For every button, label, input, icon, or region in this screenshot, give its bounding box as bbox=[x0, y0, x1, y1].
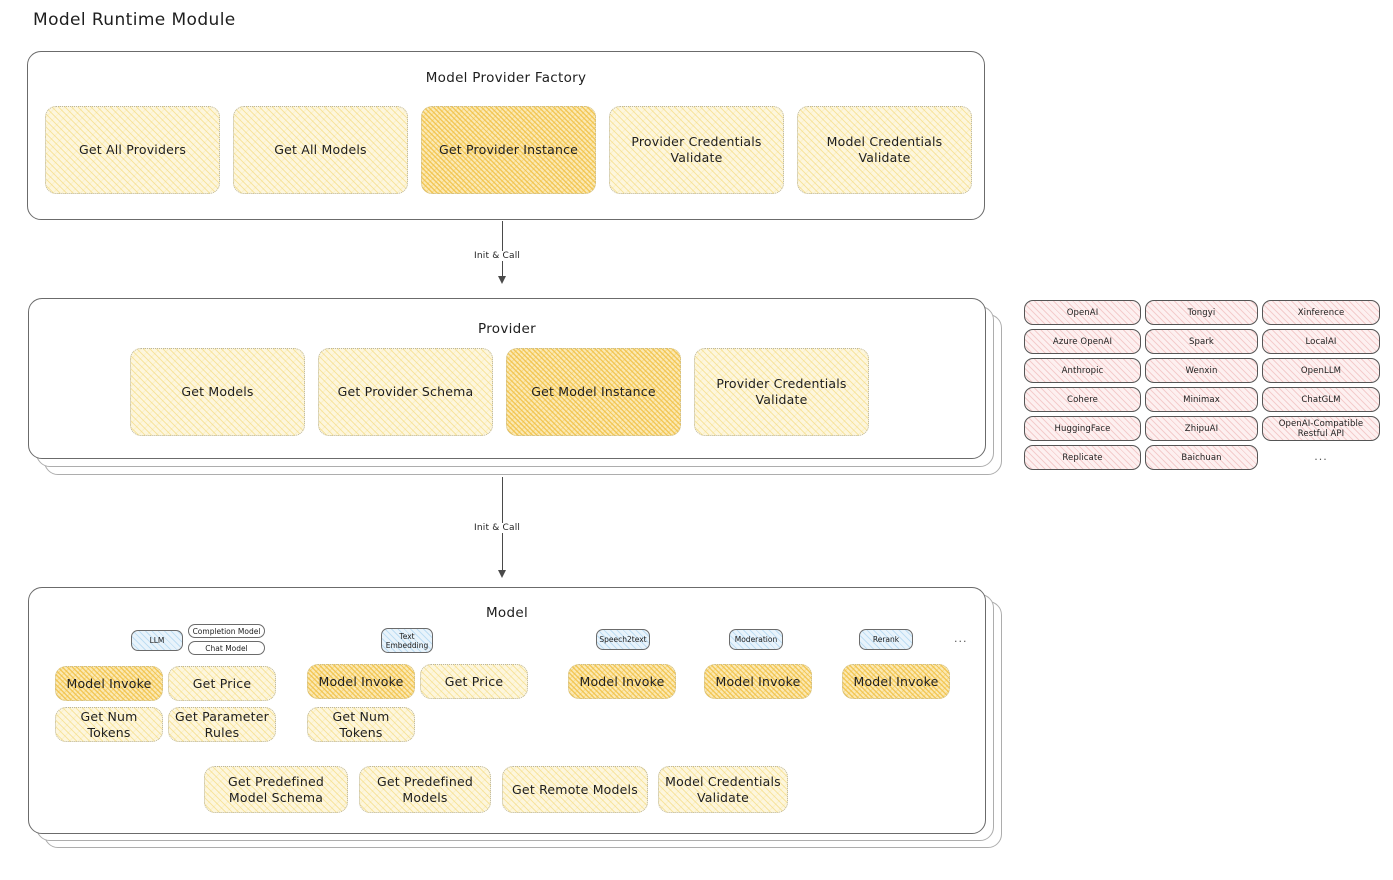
card-llm-get-num-tokens[interactable]: Get Num Tokens bbox=[55, 707, 163, 742]
card-get-predefined-models[interactable]: Get Predefined Models bbox=[359, 766, 491, 813]
card-text-embedding-model-invoke[interactable]: Model Invoke bbox=[307, 664, 415, 699]
badge-speech2text[interactable]: Speech2text bbox=[596, 629, 650, 650]
provider-pill-localai[interactable]: LocalAI bbox=[1262, 329, 1380, 354]
card-llm-model-invoke[interactable]: Model Invoke bbox=[55, 666, 163, 701]
provider-pill-minimax[interactable]: Minimax bbox=[1145, 387, 1258, 412]
card-get-all-models[interactable]: Get All Models bbox=[233, 106, 408, 194]
card-provider-credentials-validate-2[interactable]: Provider Credentials Validate bbox=[694, 348, 869, 436]
arrow-label-init-and-call-2: Init & Call bbox=[470, 523, 525, 533]
card-llm-get-price[interactable]: Get Price bbox=[168, 666, 276, 701]
arrow-provider-to-model-head bbox=[497, 570, 506, 578]
provider-pill-openllm[interactable]: OpenLLM bbox=[1262, 358, 1380, 383]
factory-section-title: Model Provider Factory bbox=[425, 70, 587, 86]
provider-section-title: Provider bbox=[478, 321, 536, 337]
provider-list: OpenAI Azure OpenAI Anthropic Cohere Hug… bbox=[1024, 300, 1384, 475]
page-title: Model Runtime Module bbox=[33, 10, 236, 30]
provider-pill-tongyi[interactable]: Tongyi bbox=[1145, 300, 1258, 325]
model-section-title: Model bbox=[485, 605, 529, 621]
provider-section: Provider Get Models Get Provider Schema … bbox=[28, 298, 986, 459]
card-speech2text-model-invoke[interactable]: Model Invoke bbox=[568, 664, 676, 699]
card-model-credentials-validate[interactable]: Model Credentials Validate bbox=[797, 106, 972, 194]
card-get-provider-instance[interactable]: Get Provider Instance bbox=[421, 106, 596, 194]
badge-completion-model[interactable]: Completion Model bbox=[188, 624, 265, 638]
provider-pill-chatglm[interactable]: ChatGLM bbox=[1262, 387, 1380, 412]
provider-pill-wenxin[interactable]: Wenxin bbox=[1145, 358, 1258, 383]
provider-pill-huggingface[interactable]: HuggingFace bbox=[1024, 416, 1141, 441]
badge-moderation[interactable]: Moderation bbox=[729, 629, 783, 650]
provider-pill-zhipuai[interactable]: ZhipuAI bbox=[1145, 416, 1258, 441]
arrow-factory-to-provider-line bbox=[502, 221, 504, 278]
card-text-embedding-get-num-tokens[interactable]: Get Num Tokens bbox=[307, 707, 415, 742]
card-model-credentials-validate-2[interactable]: Model Credentials Validate bbox=[658, 766, 788, 813]
provider-pill-cohere[interactable]: Cohere bbox=[1024, 387, 1141, 412]
provider-pill-xinference[interactable]: Xinference bbox=[1262, 300, 1380, 325]
arrow-label-init-and-call-1: Init & Call bbox=[470, 251, 525, 261]
provider-pill-baichuan[interactable]: Baichuan bbox=[1145, 445, 1258, 470]
card-get-models[interactable]: Get Models bbox=[130, 348, 305, 436]
badge-text-embedding[interactable]: Text Embedding bbox=[381, 628, 433, 653]
badge-llm[interactable]: LLM bbox=[131, 630, 183, 651]
provider-pill-spark[interactable]: Spark bbox=[1145, 329, 1258, 354]
card-get-provider-schema[interactable]: Get Provider Schema bbox=[318, 348, 493, 436]
card-provider-credentials-validate[interactable]: Provider Credentials Validate bbox=[609, 106, 784, 194]
provider-pill-replicate[interactable]: Replicate bbox=[1024, 445, 1141, 470]
model-groups-more-indicator: ... bbox=[954, 632, 968, 645]
card-moderation-model-invoke[interactable]: Model Invoke bbox=[704, 664, 812, 699]
card-get-all-providers[interactable]: Get All Providers bbox=[45, 106, 220, 194]
provider-pill-azure-openai[interactable]: Azure OpenAI bbox=[1024, 329, 1141, 354]
card-text-embedding-get-price[interactable]: Get Price bbox=[420, 664, 528, 699]
card-get-model-instance[interactable]: Get Model Instance bbox=[506, 348, 681, 436]
provider-pill-openai[interactable]: OpenAI bbox=[1024, 300, 1141, 325]
card-rerank-model-invoke[interactable]: Model Invoke bbox=[842, 664, 950, 699]
card-llm-get-parameter-rules[interactable]: Get Parameter Rules bbox=[168, 707, 276, 742]
badge-rerank[interactable]: Rerank bbox=[859, 629, 913, 650]
provider-list-more-indicator: ... bbox=[1314, 450, 1328, 463]
card-get-predefined-model-schema[interactable]: Get Predefined Model Schema bbox=[204, 766, 348, 813]
model-section: Model LLM Completion Model Chat Model Mo… bbox=[28, 587, 986, 834]
model-provider-factory-section: Model Provider Factory Get All Providers… bbox=[27, 51, 985, 220]
arrow-factory-to-provider-head bbox=[497, 276, 506, 284]
badge-chat-model[interactable]: Chat Model bbox=[188, 641, 265, 655]
provider-pill-anthropic[interactable]: Anthropic bbox=[1024, 358, 1141, 383]
provider-pill-openai-compatible-restful-api[interactable]: OpenAI-Compatible Restful API bbox=[1262, 416, 1380, 441]
card-get-remote-models[interactable]: Get Remote Models bbox=[502, 766, 648, 813]
